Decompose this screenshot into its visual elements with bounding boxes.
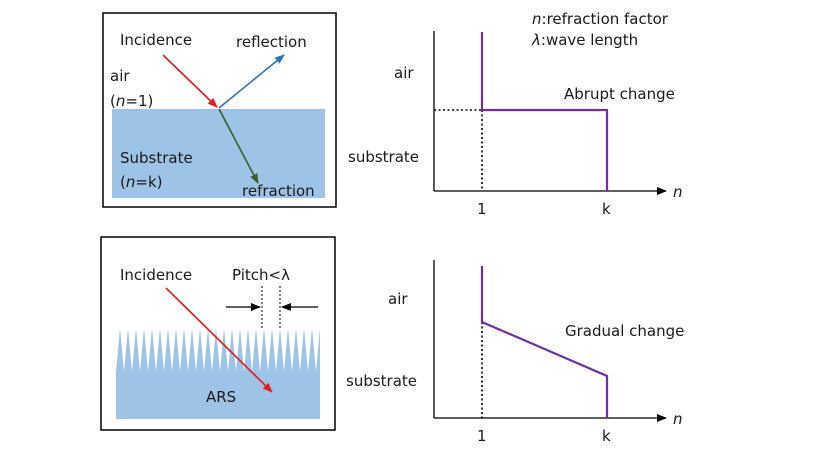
incident-ray	[162, 54, 218, 108]
abrupt-index-profile	[480, 32, 609, 191]
ars-label: ARS	[206, 388, 236, 406]
top-graph-tick-k: k	[602, 200, 611, 218]
reflection-label: reflection	[236, 33, 307, 51]
bottom-graph-axis-n: n	[673, 410, 683, 428]
top-graph-air-label: air	[394, 64, 414, 82]
top-graph-tick-1: 1	[477, 200, 487, 218]
substrate-label: Substrate	[120, 149, 193, 167]
ars-nanostructure	[116, 328, 320, 419]
abrupt-index-graph: air substrate Abrupt change 1 k n	[348, 31, 683, 218]
legend-refraction-factor: n:refraction factor	[532, 10, 669, 28]
bottom-graph-tick-1: 1	[477, 427, 487, 445]
gradual-index-graph: air substrate Gradual change 1 k n	[346, 260, 684, 445]
gradual-index-profile	[480, 266, 609, 418]
gradual-change-label: Gradual change	[565, 322, 684, 340]
bottom-graph-substrate-label: substrate	[346, 372, 417, 390]
legend: n:refraction factor λ:wave length	[531, 10, 669, 49]
substrate-index-label: (n=k)	[120, 173, 162, 191]
reflected-ray	[218, 54, 285, 109]
refraction-label: refraction	[242, 182, 315, 200]
legend-wave-length: λ:wave length	[531, 31, 638, 49]
air-label: air	[110, 67, 130, 85]
top-graph-axis-n: n	[673, 183, 683, 201]
air-index-label: (n=1)	[110, 92, 153, 110]
pitch-label: Pitch<λ	[232, 266, 290, 284]
top-graph-substrate-label: substrate	[348, 148, 419, 166]
ars-incidence-label: Incidence	[120, 266, 192, 284]
refracted-ray	[218, 108, 259, 184]
bottom-graph-tick-k: k	[602, 427, 611, 445]
substrate-block	[112, 109, 325, 198]
ars-incident-ray	[165, 287, 273, 393]
top-interface-panel: Incidence reflection air (n=1) Substrate…	[102, 12, 337, 208]
bottom-ars-panel: Incidence Pitch<λ ARS	[100, 236, 336, 431]
bottom-graph-air-label: air	[388, 290, 408, 308]
abrupt-change-label: Abrupt change	[564, 85, 675, 103]
incidence-label: Incidence	[120, 31, 192, 49]
